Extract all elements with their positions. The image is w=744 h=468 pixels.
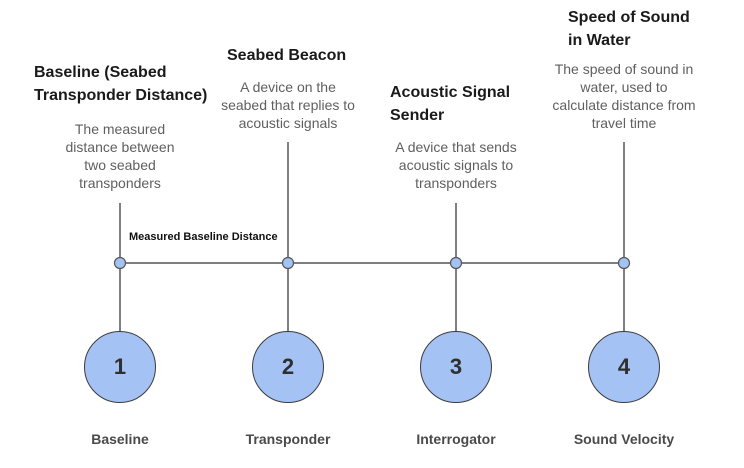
node-dot-3 (449, 256, 463, 270)
step-3-label: Interrogator (416, 431, 496, 447)
step-4-label: Sound Velocity (573, 431, 675, 447)
step-2-description: A device on the seabed that replies to a… (221, 79, 355, 131)
step-2-label: Transponder (245, 431, 331, 447)
step-3-description: A device that sends acoustic signals to … (395, 139, 517, 191)
step-4-title: Speed of Sound in Water (568, 9, 690, 49)
step-2-circle: 2 (252, 331, 324, 403)
step-1-description: The measured distance between two seabed… (65, 121, 175, 191)
step-4-circle: 4 (588, 331, 660, 403)
step-3-circle: 3 (420, 331, 492, 403)
step-1-circle: 1 (84, 331, 156, 403)
node-dot-2 (281, 256, 295, 270)
step-2-title: Seabed Beacon (227, 47, 347, 64)
step-4-description: The speed of sound in water, used to cal… (552, 61, 696, 131)
step-1-label: Baseline (91, 431, 149, 447)
step-1-title: Baseline (Seabed Transponder Distance) (34, 64, 208, 104)
node-dot-1 (113, 256, 127, 270)
step-3-title: Acoustic Signal Sender (390, 84, 511, 124)
node-dot-4 (617, 256, 631, 270)
baseline-annotation: Measured Baseline Distance (129, 231, 278, 243)
